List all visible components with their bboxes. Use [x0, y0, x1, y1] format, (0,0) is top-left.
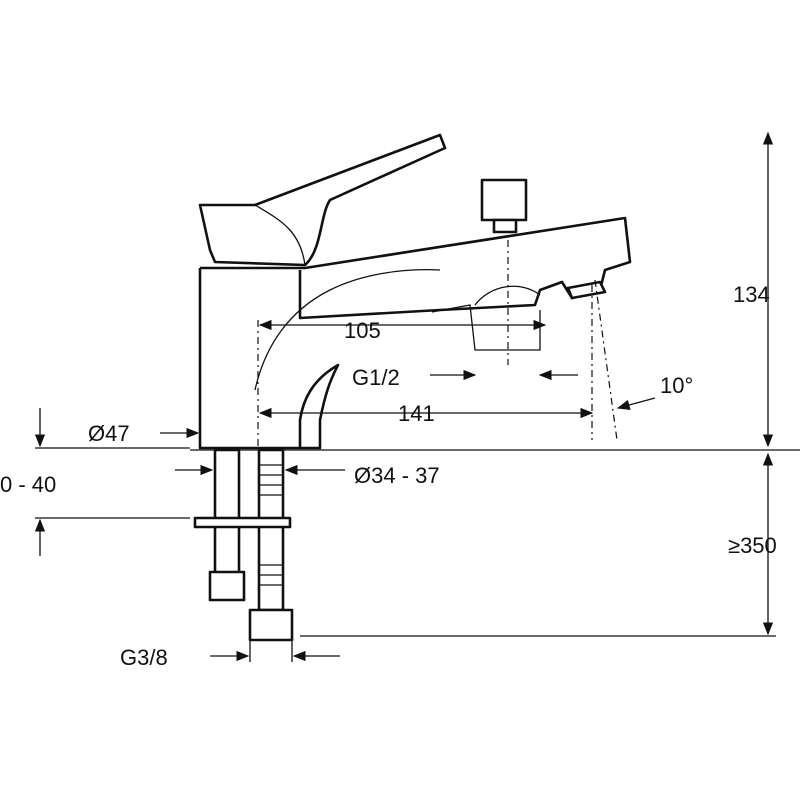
- label-angle: 10°: [660, 373, 693, 398]
- label-134: 134: [733, 282, 770, 307]
- diverter-knob: [480, 178, 528, 234]
- centerlines: [257, 240, 618, 450]
- dim-angle-line: [616, 397, 656, 410]
- label-105: 105: [344, 318, 381, 343]
- dim-g38-extension-lines: [249, 640, 293, 662]
- label-g12: G1/2: [352, 365, 400, 390]
- label-350: ≥350: [728, 533, 777, 558]
- label-34-37: Ø34 - 37: [354, 463, 440, 488]
- faucet-lever: [198, 133, 447, 267]
- label-g38: G3/8: [120, 645, 168, 670]
- reference-lines: [35, 447, 800, 637]
- faucet-body: [198, 216, 632, 450]
- label-141: 141: [398, 401, 435, 426]
- label-47: Ø47: [88, 421, 130, 446]
- supply-pipes: [193, 448, 294, 642]
- label-0-40: 0 - 40: [0, 472, 56, 497]
